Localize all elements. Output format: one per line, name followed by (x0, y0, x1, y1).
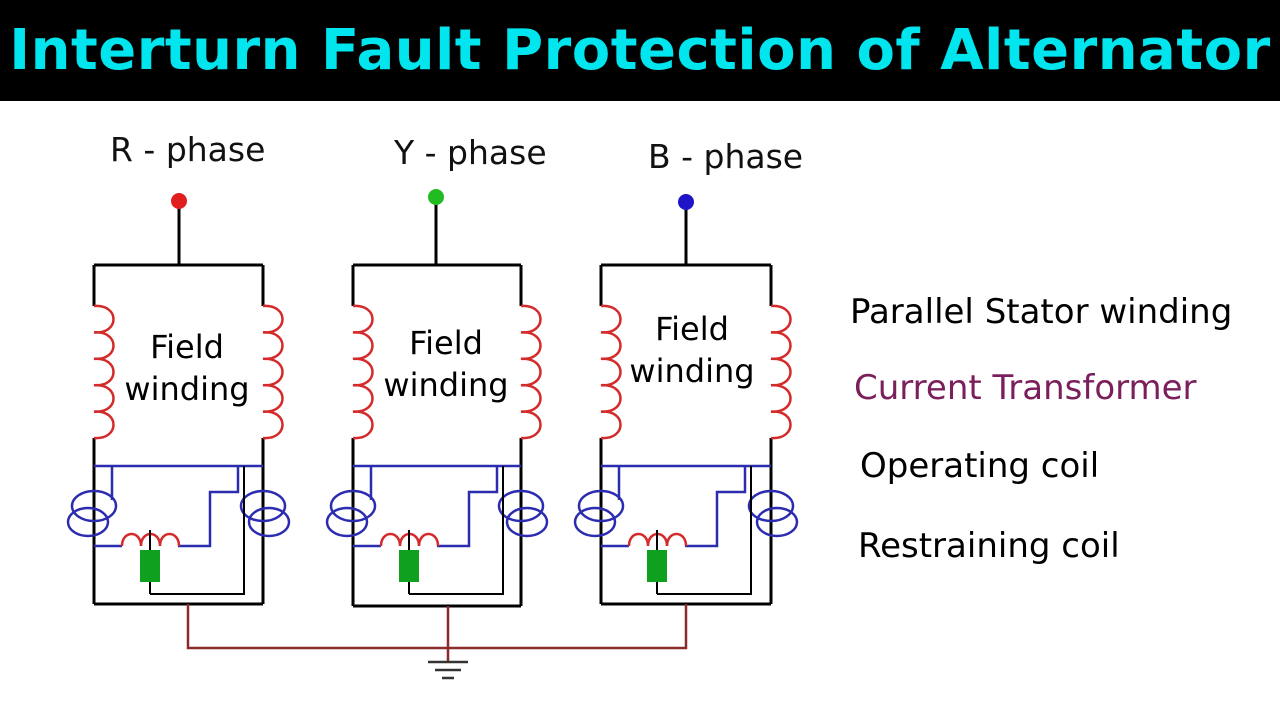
phase-label: R - phase (110, 130, 265, 169)
ct-coil-right (755, 506, 799, 538)
ct-coil-right (247, 506, 291, 538)
field-winding-label: winding (124, 370, 249, 408)
restraining-coil (140, 550, 160, 582)
ct-coil-left (325, 506, 369, 538)
ct-coil-right (747, 489, 795, 523)
stator-winding-left (600, 304, 622, 440)
stator-winding-left (352, 304, 374, 440)
ct-coil-left (577, 489, 625, 523)
restraining-coil (647, 550, 667, 582)
phase-terminal (171, 193, 187, 209)
relay-lead (409, 466, 504, 595)
relay-lead (657, 466, 752, 595)
relay-lead (150, 466, 245, 595)
phase-terminal (428, 189, 444, 205)
ct-coil-left (66, 506, 110, 538)
ct-coil-right (497, 489, 545, 523)
field-winding-label: Field (150, 328, 224, 366)
legend-current-transformer: Current Transformer (854, 368, 1197, 408)
field-winding-label: winding (383, 366, 508, 404)
ct-coil-left (573, 506, 617, 538)
ct-wire (685, 466, 747, 548)
field-winding-label: winding (629, 352, 754, 390)
phase-terminal (678, 194, 694, 210)
stator-winding-right (770, 304, 792, 440)
restraining-coil (399, 550, 419, 582)
legend-restraining-coil: Restraining coil (858, 526, 1120, 566)
earth-bus (186, 604, 688, 650)
field-winding-label: Field (655, 310, 729, 348)
stator-winding-left (93, 304, 115, 440)
ct-wire (437, 466, 499, 548)
title-bar: Interturn Fault Protection of Alternator (0, 0, 1280, 101)
ct-wire (178, 466, 240, 548)
phase-label: B - phase (648, 137, 803, 176)
stator-winding-right (520, 304, 542, 440)
ct-coil-right (505, 506, 549, 538)
phase-label: Y - phase (393, 133, 547, 172)
ct-coil-left (70, 489, 118, 523)
field-winding-label: Field (409, 324, 483, 362)
legend-parallel-stator-winding: Parallel Stator winding (850, 292, 1233, 332)
ct-coil-left (329, 489, 377, 523)
legend-operating-coil: Operating coil (860, 446, 1100, 486)
page-title: Interturn Fault Protection of Alternator (9, 18, 1271, 83)
ct-coil-right (239, 489, 287, 523)
stator-winding-right (262, 304, 284, 440)
legend: Parallel Stator winding Current Transfor… (848, 0, 1268, 720)
